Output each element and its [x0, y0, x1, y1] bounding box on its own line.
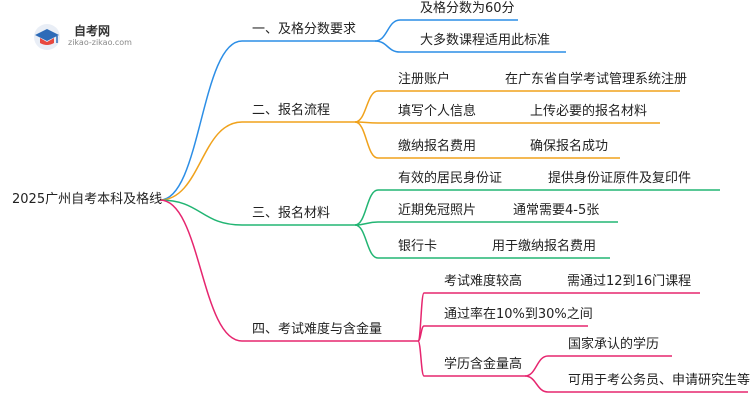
child-connector: [417, 340, 425, 377]
leaf-connector: [524, 375, 549, 393]
child-node[interactable]: 近期免冠照片: [398, 203, 477, 218]
child-node[interactable]: 通过率在10%到30%之间: [444, 307, 593, 322]
child-connector: [354, 224, 379, 259]
child-node[interactable]: 银行卡: [398, 239, 438, 254]
leaf-node[interactable]: 用于缴纳报名费用: [492, 239, 597, 254]
site-logo[interactable]: 自考网 zikao-zikao.com: [30, 22, 150, 52]
branch-node[interactable]: 四、考试难度与含金量: [252, 322, 383, 337]
leaf-node[interactable]: 提供身份证原件及复印件: [548, 171, 692, 186]
branch-connector: [159, 199, 243, 226]
branch-connector: [159, 121, 243, 201]
child-node[interactable]: 有效的居民身份证: [398, 171, 503, 186]
leaf-node[interactable]: 在广东省自学考试管理系统注册: [505, 72, 688, 87]
logo-url: zikao-zikao.com: [68, 38, 132, 47]
leaf-node[interactable]: 上传必要的报名材料: [530, 104, 648, 119]
branch-node[interactable]: 三、报名材料: [252, 206, 331, 221]
logo-name: 自考网: [74, 24, 111, 38]
child-node[interactable]: 大多数课程适用此标准: [420, 33, 551, 48]
leaf-node[interactable]: 国家承认的学历: [568, 337, 660, 352]
root-node[interactable]: 2025广州自考本科及格线: [12, 192, 163, 207]
child-connector: [354, 121, 379, 159]
child-connector: [374, 40, 401, 53]
child-connector: [354, 189, 379, 226]
branch-connector: [159, 40, 243, 201]
leaf-node[interactable]: 通常需要4-5张: [513, 203, 600, 218]
child-connector: [374, 19, 401, 42]
branch-connector: [159, 199, 243, 342]
child-node[interactable]: 缴纳报名费用: [398, 139, 477, 154]
leaf-node[interactable]: 确保报名成功: [530, 139, 609, 154]
graduation-cap-icon: [34, 24, 60, 50]
child-node[interactable]: 学历含金量高: [444, 357, 523, 372]
leaf-connector: [524, 355, 549, 377]
child-node[interactable]: 注册账户: [398, 72, 451, 87]
child-node[interactable]: 考试难度较高: [444, 274, 523, 289]
leaf-node[interactable]: 需通过12到16门课程: [567, 274, 692, 289]
child-connector: [354, 90, 379, 123]
leaf-node[interactable]: 可用于考公务员、申请研究生等: [568, 373, 750, 388]
branch-node[interactable]: 二、报名流程: [252, 103, 331, 118]
branch-node[interactable]: 一、及格分数要求: [252, 22, 357, 37]
child-node[interactable]: 填写个人信息: [398, 104, 477, 119]
child-connector: [417, 325, 425, 342]
child-node[interactable]: 及格分数为60分: [420, 1, 515, 16]
